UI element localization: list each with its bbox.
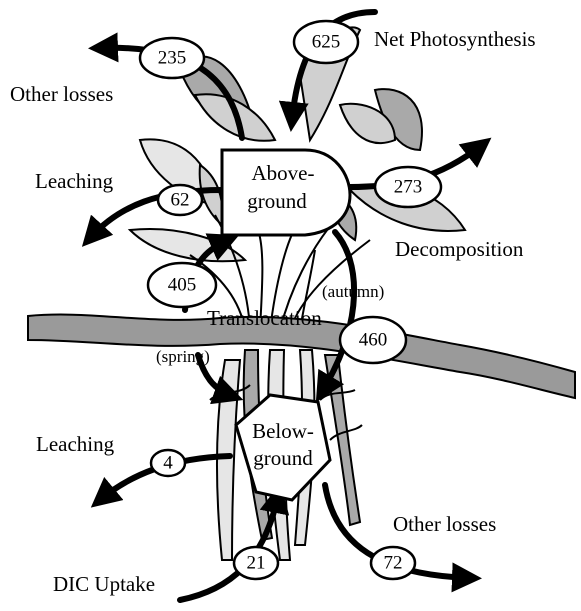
label-dic-uptake: DIC Uptake <box>53 572 155 596</box>
label-leaching-above: Leaching <box>35 169 114 193</box>
aboveground-compartment: Above- ground <box>222 150 350 235</box>
belowground-label-line2: ground <box>253 446 313 470</box>
label-leaching-below: Leaching <box>36 432 115 456</box>
label-spring: (spring) <box>156 347 210 366</box>
value-dic-uptake: 21 <box>247 553 266 574</box>
value-other-losses-below: 72 <box>384 553 403 574</box>
label-other-losses-above: Other losses <box>10 82 113 106</box>
label-autumn: (autumn) <box>322 282 384 301</box>
aboveground-label-line2: ground <box>247 189 307 213</box>
value-other-losses-above: 235 <box>158 48 187 69</box>
value-leaching-below: 4 <box>163 453 173 474</box>
label-decomposition: Decomposition <box>395 237 524 261</box>
belowground-label-line1: Below- <box>252 419 314 443</box>
value-leaching-above: 62 <box>171 190 190 211</box>
value-decomposition: 273 <box>394 177 423 198</box>
value-translocation-autumn: 460 <box>359 330 388 351</box>
value-translocation-spring: 405 <box>168 275 197 296</box>
value-net-photosynthesis: 625 <box>312 32 341 53</box>
belowground-compartment: Below- ground <box>236 395 330 500</box>
label-translocation: Translocation <box>207 306 322 330</box>
label-other-losses-below: Other losses <box>393 512 496 536</box>
aboveground-label-line1: Above- <box>252 161 315 185</box>
label-net-photosynthesis: Net Photosynthesis <box>374 27 536 51</box>
